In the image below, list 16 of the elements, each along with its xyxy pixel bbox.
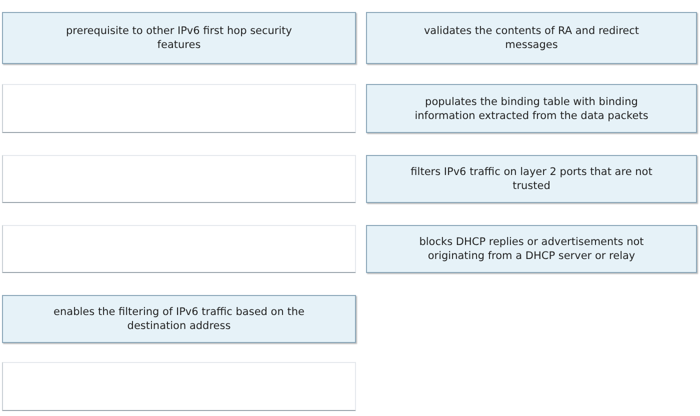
answer-text: enables the filtering of IPv6 traffic based on the destination address: [52, 305, 306, 333]
drop-target-box: [2, 225, 356, 273]
answer-box: [366, 84, 697, 133]
answer-box: [366, 225, 697, 273]
answer-text: populates the binding table with binding information extracted from the data packets: [414, 94, 650, 122]
drop-target-box: [2, 155, 356, 203]
answer-box: [366, 12, 697, 64]
answer-text: prerequisite to other IPv6 first hop security features: [64, 24, 293, 52]
answer-box: [2, 295, 356, 343]
drop-target-box: [2, 362, 356, 411]
answer-text: filters IPv6 traffic on layer 2 ports that are not trusted: [410, 165, 654, 193]
answer-box: [2, 12, 356, 64]
answer-text: blocks DHCP replies or advertisements not originating from a DHCP server or relay: [418, 235, 645, 263]
drop-target-box: [2, 84, 356, 133]
answer-box: [366, 155, 697, 203]
answer-text: validates the contents of RA and redirect messages: [422, 24, 640, 52]
